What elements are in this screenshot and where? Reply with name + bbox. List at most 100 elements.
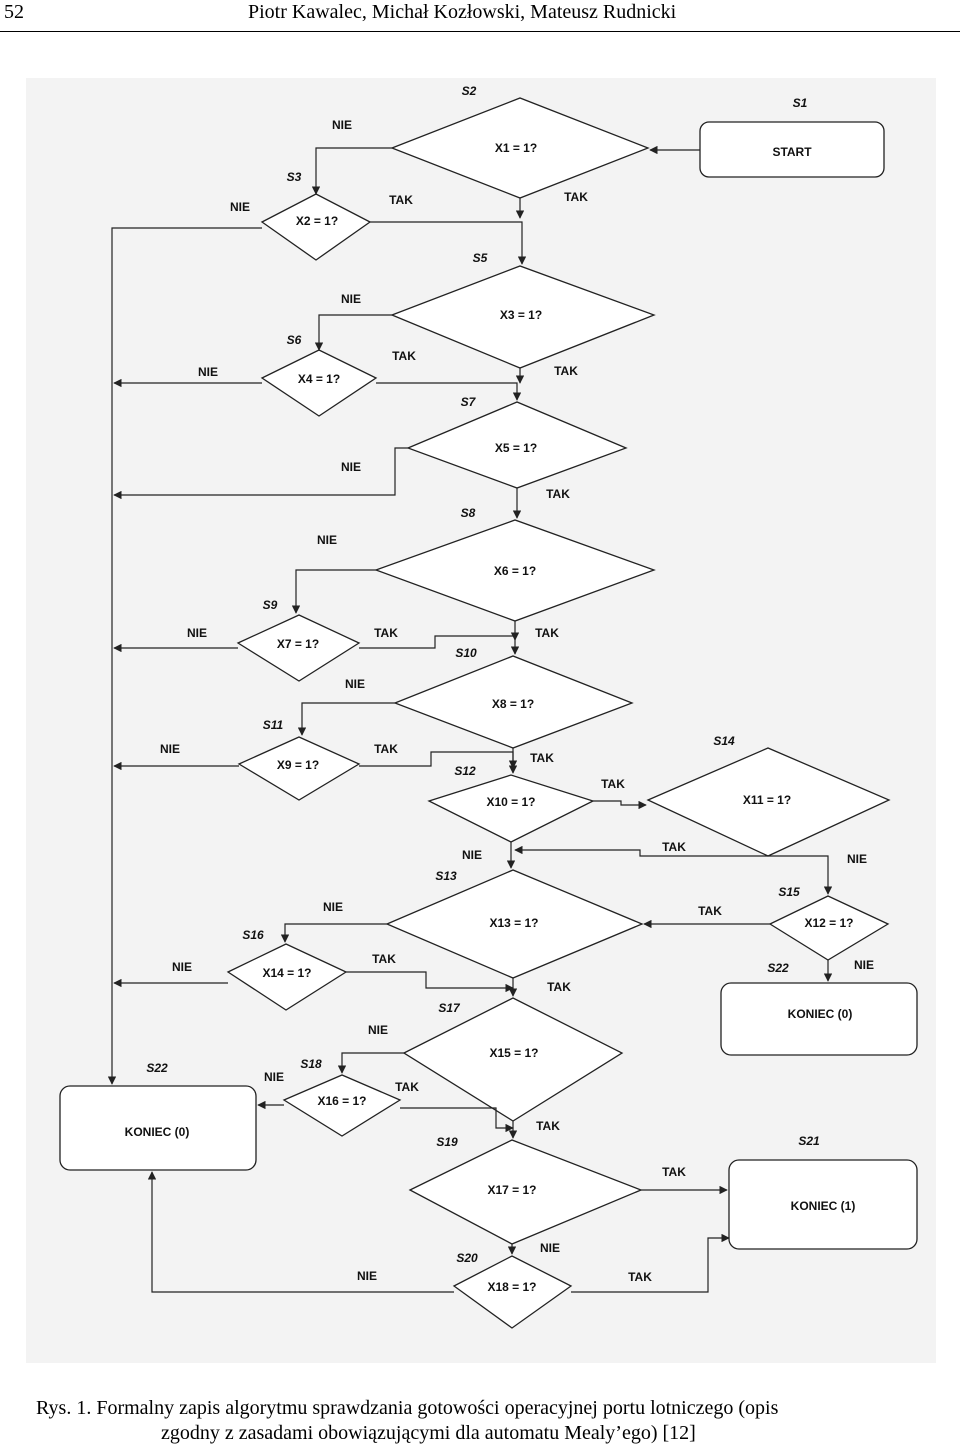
edge-label: TAK — [554, 364, 578, 378]
edge-label: NIE — [341, 292, 361, 306]
edge-label: TAK — [662, 840, 686, 854]
edge-s20-nie — [147, 1171, 454, 1293]
node-s17-diamond — [402, 997, 624, 1122]
state-id-s6: S6 — [287, 333, 302, 347]
state-id-s22-left: S22 — [146, 1061, 168, 1075]
edge-label: NIE — [847, 852, 867, 866]
node-s22-right-label: KONIEC (0) — [788, 1007, 853, 1021]
state-id-s1: S1 — [793, 96, 808, 110]
edge-s8-nie — [291, 569, 376, 614]
node-s9-diamond — [236, 614, 361, 682]
node-s22-box-right — [720, 982, 918, 1056]
running-header-authors: Piotr Kawalec, Michał Kozłowski, Mateusz… — [248, 1, 677, 23]
edge-s3-tak — [370, 221, 527, 265]
caption-line-1: Rys. 1. Formalny zapis algorytmu sprawdz… — [36, 1397, 779, 1419]
node-s6-label: X4 = 1? — [298, 372, 340, 386]
edge-label: TAK — [374, 626, 398, 640]
edge-label: NIE — [264, 1070, 284, 1084]
node-s20-label: X18 = 1? — [487, 1280, 536, 1294]
state-id-s14: S14 — [713, 734, 735, 748]
state-id-s2: S2 — [462, 84, 477, 98]
edge-label: TAK — [536, 1119, 560, 1133]
node-s22-box-left — [59, 1085, 257, 1171]
edge-s18-tak — [400, 1107, 514, 1133]
state-id-s11: S11 — [263, 718, 284, 732]
edge-label: TAK — [546, 487, 570, 501]
edge-label: NIE — [332, 118, 352, 132]
node-s11-label: X9 = 1? — [277, 758, 319, 772]
edge-s13-nie — [280, 923, 387, 943]
edge-s6-tak — [376, 382, 522, 401]
edge-label: NIE — [160, 742, 180, 756]
edge-s5-nie — [314, 314, 392, 351]
node-s7-label: X5 = 1? — [495, 441, 537, 455]
edge-label: NIE — [341, 460, 361, 474]
edge-label: NIE — [323, 900, 343, 914]
edge-s11-tak — [359, 751, 518, 774]
state-id-s18: S18 — [300, 1057, 322, 1071]
edge-s7-nie — [113, 447, 408, 500]
edge-s3-nie-left-bus — [107, 227, 262, 1085]
node-s13-label: X13 = 1? — [489, 916, 538, 930]
state-id-s15: S15 — [778, 885, 800, 899]
node-s3-label: X2 = 1? — [296, 214, 338, 228]
node-s19-label: X17 = 1? — [487, 1183, 536, 1197]
edge-label: TAK — [389, 193, 413, 207]
edge-s9-tak — [359, 635, 520, 655]
node-s5-label: X3 = 1? — [500, 308, 542, 322]
node-s18-label: X16 = 1? — [317, 1094, 366, 1108]
edge-label: NIE — [357, 1269, 377, 1283]
edge-label: TAK — [547, 980, 571, 994]
node-s8-label: X6 = 1? — [494, 564, 536, 578]
edge-s2-nie — [311, 147, 392, 195]
node-s22-left-label: KONIEC (0) — [125, 1125, 190, 1139]
edge-label: NIE — [317, 533, 337, 547]
edge-label: NIE — [368, 1023, 388, 1037]
figure-caption: Rys. 1. Formalny zapis algorytmu sprawdz… — [36, 1396, 936, 1446]
node-s5-diamond — [390, 265, 656, 369]
node-s12-label: X10 = 1? — [486, 795, 535, 809]
state-id-s13: S13 — [435, 869, 457, 883]
node-s14-label: X11 = 1? — [743, 793, 791, 807]
node-s10-diamond — [393, 655, 634, 749]
node-s2-label: X1 = 1? — [495, 141, 537, 155]
state-id-s12: S12 — [454, 764, 476, 778]
edge-label: NIE — [540, 1241, 560, 1255]
state-id-s16: S16 — [242, 928, 264, 942]
edge-label: TAK — [372, 952, 396, 966]
edge-s20-tak — [571, 1233, 730, 1293]
page-header: 52 Piotr Kawalec, Michał Kozłowski, Mate… — [0, 0, 960, 32]
edge-label: NIE — [854, 958, 874, 972]
edge-label: TAK — [395, 1080, 419, 1094]
edge-label: TAK — [392, 349, 416, 363]
edge-label: NIE — [230, 200, 250, 214]
edge-s10-nie — [297, 702, 395, 736]
edge-label: NIE — [345, 677, 365, 691]
state-id-s10: S10 — [455, 646, 477, 660]
node-s16-label: X14 = 1? — [262, 966, 311, 980]
edge-s14-nie — [768, 855, 833, 895]
node-s14-diamond — [646, 747, 891, 857]
edge-s16-tak — [346, 971, 514, 993]
edge-label: TAK — [535, 626, 559, 640]
edge-label: NIE — [198, 365, 218, 379]
state-id-s21: S21 — [798, 1134, 820, 1148]
state-id-s5: S5 — [473, 251, 488, 265]
edge-s12-tak — [593, 800, 647, 810]
node-s15-diamond — [768, 895, 890, 961]
state-id-s22-right: S22 — [767, 961, 789, 975]
edge-label: NIE — [187, 626, 207, 640]
node-s9-label: X7 = 1? — [277, 637, 319, 651]
node-s8-diamond — [374, 519, 656, 622]
node-s7-diamond — [406, 401, 628, 489]
edge-label: TAK — [374, 742, 398, 756]
node-s1-label: START — [772, 145, 812, 159]
node-s15-label: X12 = 1? — [804, 916, 853, 930]
flowchart-diagram: START X1 = 1? X2 = 1? X3 = 1? X4 = 1? X5… — [59, 84, 918, 1329]
edge-label: TAK — [662, 1165, 686, 1179]
state-id-s3: S3 — [287, 170, 302, 184]
page-number: 52 — [4, 1, 24, 23]
node-s6-diamond — [260, 349, 378, 417]
node-s20-diamond — [452, 1255, 573, 1329]
state-id-s17: S17 — [438, 1001, 461, 1015]
